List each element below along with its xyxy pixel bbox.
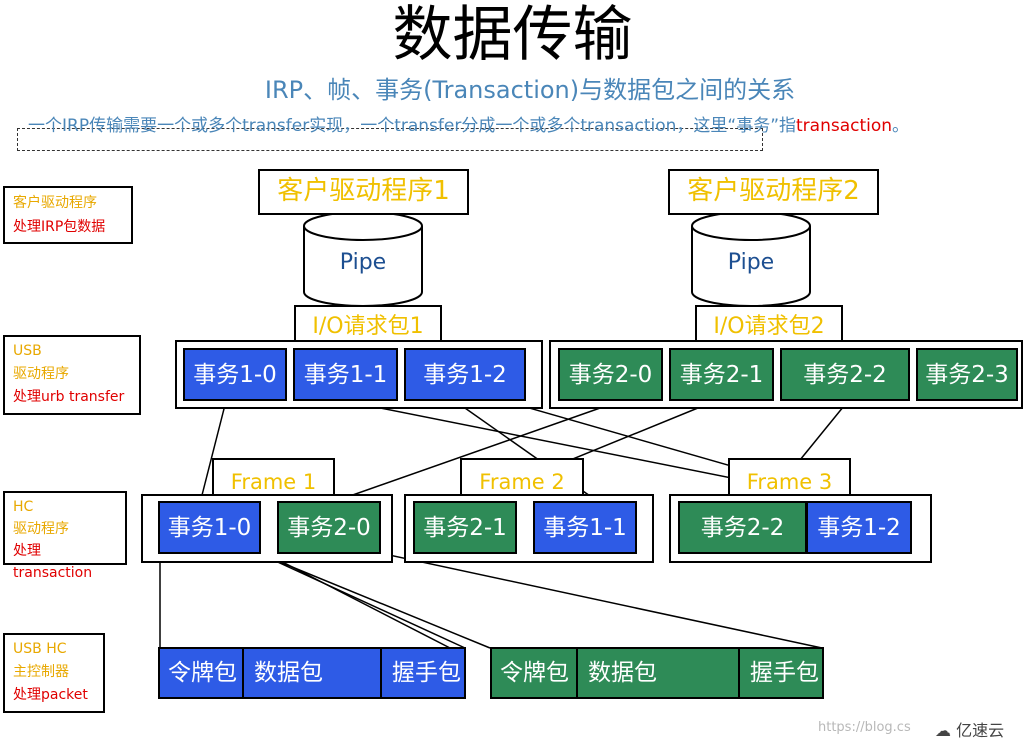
frame2-transaction-1-1: 事务1-1 xyxy=(533,501,637,554)
urb-transaction-1-2: 事务1-2 xyxy=(404,348,526,401)
client-driver-2: 客户驱动程序2 xyxy=(668,169,879,215)
description-highlight: transaction xyxy=(796,116,893,136)
packet-handshake-blue: 握手包 xyxy=(380,647,466,699)
layer-label-hc-line1: HC xyxy=(13,499,34,515)
urb-transaction-2-0: 事务2-0 xyxy=(558,348,663,401)
packet-handshake-green: 握手包 xyxy=(738,647,824,699)
urb-transaction-2-3: 事务2-3 xyxy=(916,348,1018,401)
pipe-cylinder-2 xyxy=(691,211,811,307)
layer-label-client-line1: 客户驱动程序 xyxy=(13,195,97,211)
layer-label-usb-driver: USB 驱动程序 处理urb transfer xyxy=(3,335,141,415)
frame1-transaction-2-0: 事务2-0 xyxy=(277,501,381,554)
layer-label-hostctl-line1: USB HC xyxy=(13,641,67,657)
connector-lines xyxy=(159,400,861,649)
packet-token-green: 令牌包 xyxy=(490,647,578,699)
layer-label-hc-driver: HC 驱动程序 处理transaction xyxy=(3,491,127,581)
layer-label-client: 客户驱动程序 处理IRP包数据 xyxy=(3,186,133,244)
page-subtitle: IRP、帧、事务(Transaction)与数据包之间的关系 xyxy=(264,76,796,104)
description: 一个IRP传输需要一个或多个transfer实现，一个transfer分成一个或… xyxy=(28,114,909,138)
urb-transaction-1-1: 事务1-1 xyxy=(293,348,398,401)
frame2-transaction-2-1: 事务2-1 xyxy=(413,501,517,554)
layer-label-usb-line1b: 驱动程序 xyxy=(13,366,69,382)
urb-transaction-2-1: 事务2-1 xyxy=(669,348,774,401)
layer-label-host-controller: USB HC 主控制器 处理packet xyxy=(3,633,105,713)
layer-label-client-line2: 处理IRP包数据 xyxy=(13,219,106,235)
packet-data-blue: 数据包 xyxy=(242,647,382,699)
urb-transaction-2-2: 事务2-2 xyxy=(780,348,910,401)
layer-label-usb-line2: 处理urb transfer xyxy=(13,389,125,405)
packet-data-green: 数据包 xyxy=(576,647,740,699)
layer-label-hc-line2: 处理transaction xyxy=(13,543,93,581)
client-driver-1: 客户驱动程序1 xyxy=(258,169,469,215)
layer-label-hostctl-line2: 处理packet xyxy=(13,687,88,703)
watermark: https://blog.cs xyxy=(818,720,911,735)
logo: ☁ 亿速云 xyxy=(935,717,1004,741)
layer-label-usb-line1: USB xyxy=(13,343,42,359)
frame3-transaction-1-2: 事务1-2 xyxy=(806,501,912,554)
packet-token-blue: 令牌包 xyxy=(158,647,244,699)
urb-transaction-1-0: 事务1-0 xyxy=(183,348,287,401)
pipe-label-1: Pipe xyxy=(339,250,387,275)
frame3-transaction-2-2: 事务2-2 xyxy=(678,501,807,554)
frame1-transaction-1-0: 事务1-0 xyxy=(158,501,261,554)
layer-label-hostctl-line1b: 主控制器 xyxy=(13,664,69,680)
description-dashed-box xyxy=(17,128,763,151)
layer-label-hc-line1b: 驱动程序 xyxy=(13,521,69,537)
pipe-label-2: Pipe xyxy=(727,250,775,275)
logo-text: 亿速云 xyxy=(956,721,1005,740)
logo-icon: ☁ xyxy=(935,721,951,740)
description-suffix: 。 xyxy=(892,116,910,136)
description-prefix: 一个IRP传输需要一个或多个transfer实现，一个transfer分成一个或… xyxy=(28,116,796,136)
page-title: 数据传输 xyxy=(392,0,633,70)
